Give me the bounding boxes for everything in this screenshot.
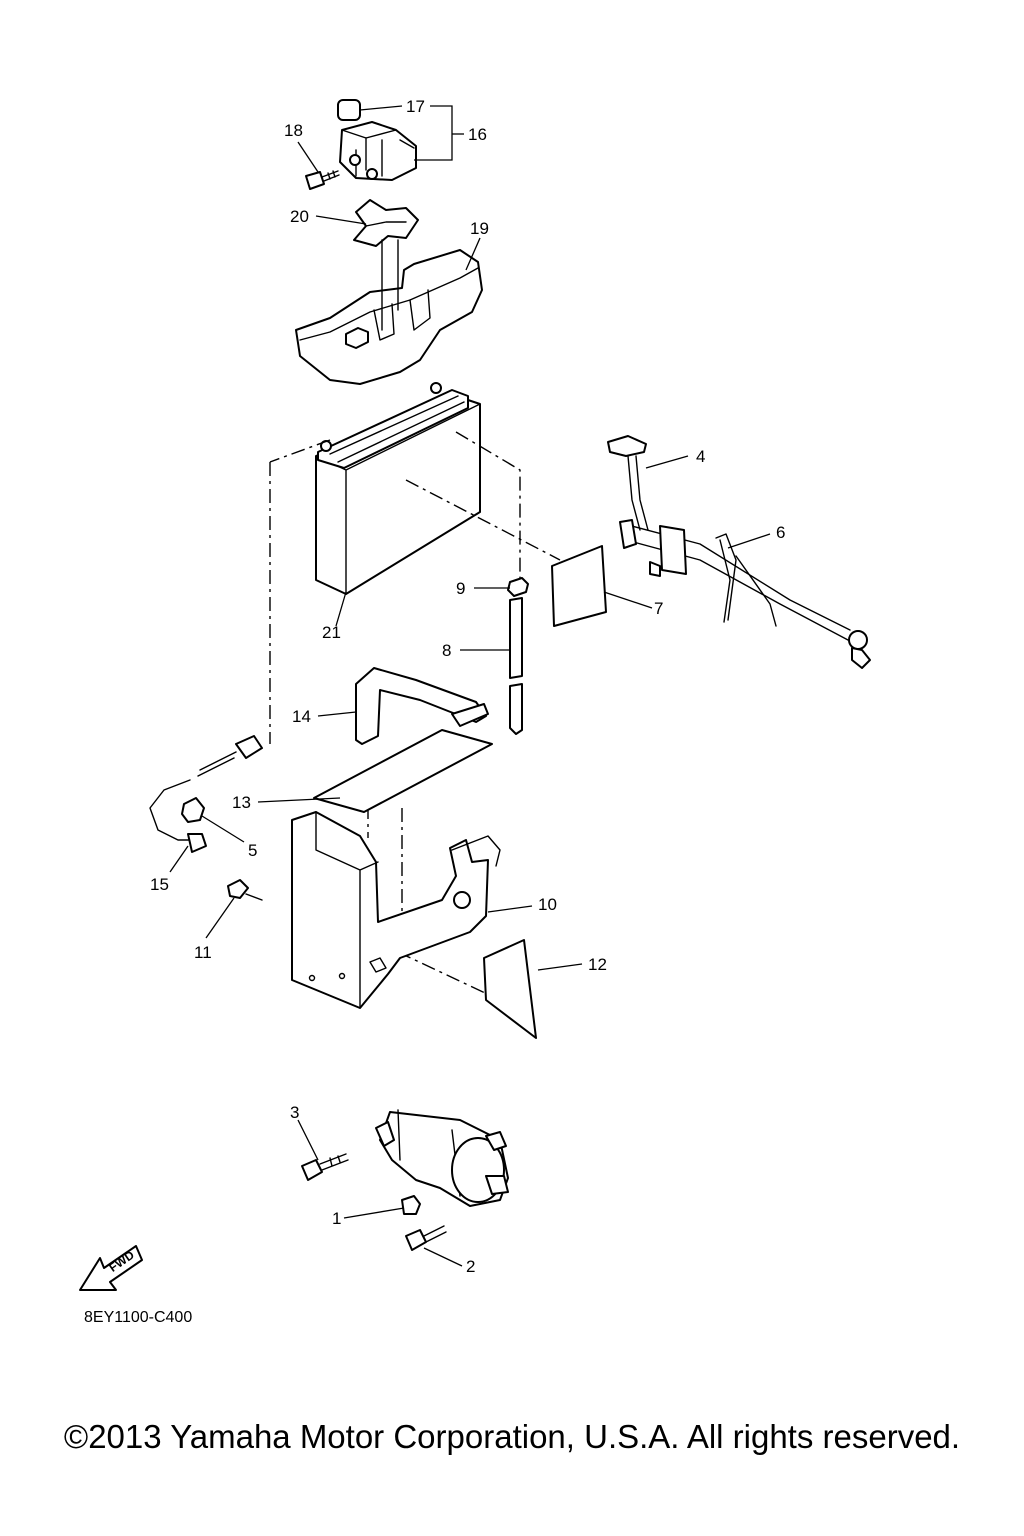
callout-3: 3 [290,1103,299,1122]
callout-21: 21 [322,623,341,642]
callout-8: 8 [442,641,451,660]
bracket-part-20 [353,199,419,247]
bolt-part-18 [305,170,340,190]
bolt-part-11 [227,879,263,901]
sheet-part-12 [483,939,537,1039]
callout-15: 15 [150,875,169,894]
cable-part-15 [149,735,263,853]
clamp-part-5 [181,797,205,823]
callout-12: 12 [588,955,607,974]
cap-part-9 [507,577,529,597]
callout-16: 16 [468,125,487,144]
callout-9: 9 [456,579,465,598]
callout-11: 11 [194,943,212,962]
bolt-part-3 [301,1153,349,1181]
battery-cover-part-19 [295,249,483,385]
callout-7: 7 [654,599,663,618]
battery-part-21 [315,382,481,595]
callout-14: 14 [292,707,311,726]
pad-part-7 [551,545,607,627]
callout-labels: 17 16 18 20 19 4 6 7 9 8 21 14 13 5 15 1… [150,97,785,1276]
starter-motor [375,1109,509,1207]
catalog-code: 8EY1100-C400 [84,1309,193,1326]
sheet-part-13 [313,729,493,813]
cable-part-4 [607,435,851,641]
cable-part-6 [715,533,871,669]
callout-leaders [169,105,771,1267]
battery-box-part-10 [291,811,501,1009]
callout-20: 20 [290,207,309,226]
strap-part-14 [355,667,489,745]
hose-part-8 [509,597,523,735]
starter-relay-part [337,99,417,181]
callout-13: 13 [232,793,251,812]
callout-19: 19 [470,219,489,238]
mounting-line [381,239,399,331]
bolt-part-2 [405,1225,447,1251]
callout-18: 18 [284,121,303,140]
callout-10: 10 [538,895,557,914]
nut-part-1 [401,1195,421,1215]
callout-1: 1 [332,1209,341,1228]
callout-17: 17 [406,97,425,116]
fwd-arrow-icon: FWD [79,1245,143,1291]
callout-5: 5 [248,841,257,860]
callout-4: 4 [696,447,705,466]
callout-6: 6 [776,523,785,542]
copyright-notice: ©2013 Yamaha Motor Corporation, U.S.A. A… [63,1418,961,1455]
callout-2: 2 [466,1257,475,1276]
